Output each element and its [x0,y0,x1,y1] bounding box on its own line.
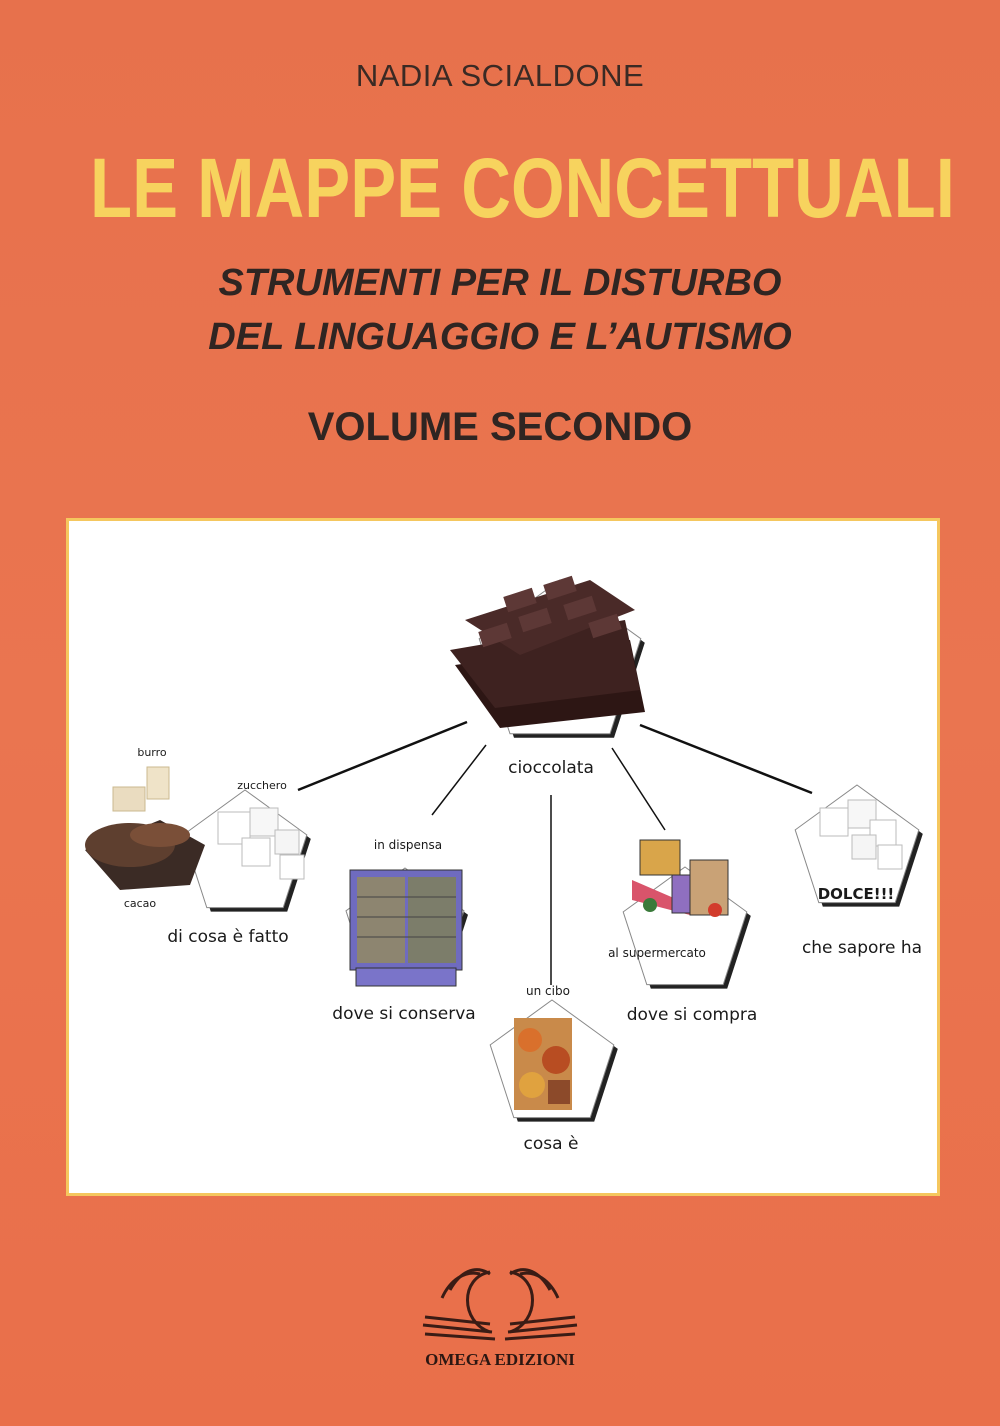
connector-lines [297,720,813,985]
sublabel-un-cibo: un cibo [526,984,570,998]
author-name: NADIA SCIALDONE [355,58,645,93]
sugar-cubes-icon [819,799,903,870]
sugar-cubes-icon [217,807,305,880]
sublabel-cacao: cacao [124,897,157,910]
food-collage-icon [514,1018,572,1110]
branch-label: dove si conserva [332,1004,475,1024]
branch-label: che sapore ha [802,938,922,958]
volume-label: VOLUME SECONDO [307,405,693,449]
chocolate-bar-icon [450,575,645,728]
branch-label: cosa è [524,1134,579,1154]
cocoa-beans-icon [85,820,205,890]
supermarket-icon [632,839,729,917]
sublabel-dolce: DOLCE!!! [818,885,895,903]
publisher-name: OMEGA EDIZIONI [425,1350,575,1369]
publisher-logo [400,1262,600,1352]
omega-book-icon [422,1268,578,1341]
branch-label: di cosa è fatto [167,927,288,947]
center-label: cioccolata [508,758,594,778]
branch-label: dove si compra [627,1005,758,1025]
sublabel-burro: burro [137,746,167,759]
connector-line [639,723,813,795]
connector-line [611,747,666,831]
book-title: LE MAPPE CONCETTUALI [90,141,955,235]
sublabel-al-supermercato: al supermercato [608,946,706,960]
subtitle-line-2: DEL LINGUAGGIO E L’AUTISMO [208,316,792,358]
subtitle-line-1: STRUMENTI PER IL DISTURBO [218,262,782,304]
sublabel-zucchero: zucchero [237,779,287,792]
sublabel-in-dispensa: in dispensa [374,838,442,852]
pantry-cabinet-icon [349,869,463,987]
connector-line [297,720,468,792]
butter-icon [112,766,170,812]
connector-line [431,744,487,816]
